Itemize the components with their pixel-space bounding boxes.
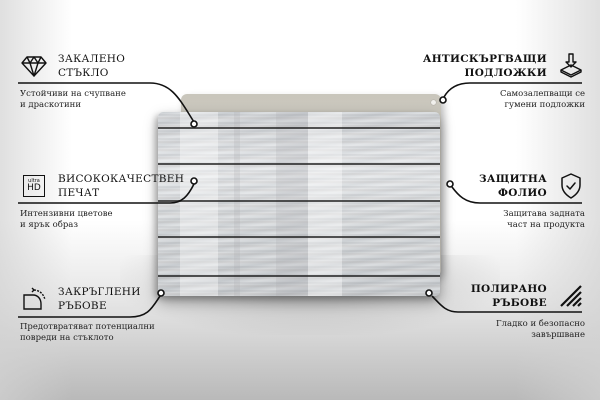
feature-title: АНТИСКЪРГВАЩИ ПОДЛОЖКИ	[422, 53, 547, 79]
feature-description: Предотвратяват потенциални повреди на ст…	[20, 322, 155, 343]
glass-reflection	[180, 112, 218, 296]
wood-plank-seam	[158, 275, 440, 277]
rounded-corner-icon	[20, 285, 48, 313]
polished-edge-icon	[557, 282, 585, 310]
shield-check-icon	[557, 172, 585, 200]
anti-slip-pads-icon	[557, 52, 585, 80]
feature-title: ЗАКАЛЕНО СТЪКЛО	[58, 53, 126, 79]
feature-description: Защитава задната част на продукта	[503, 209, 585, 230]
glass-reflection	[308, 112, 342, 296]
feature-description: Самозалепващи се гумени подложки	[499, 89, 585, 110]
glass-reflection	[234, 112, 240, 296]
feature-description: Интензивни цветове и ярък образ	[20, 209, 113, 230]
feature-description: Устойчиви на счупване и драскотини	[20, 89, 126, 110]
diamond-icon	[20, 52, 48, 80]
wood-plank-seam	[158, 127, 440, 129]
feature-polished-edges: ПОЛИРАНО РЪБОВЕ Гладко и безопасно завър…	[440, 282, 585, 341]
anti-slip-pad	[431, 100, 436, 105]
wood-plank-seam	[158, 236, 440, 238]
feature-tempered-glass: ЗАКАЛЕНО СТЪКЛО Устойчиви на счупване и …	[20, 52, 170, 111]
feature-anti-slip-pads: АНТИСКЪРГВАЩИ ПОДЛОЖКИ Самозалепващи се …	[423, 52, 585, 111]
glass-reflection	[276, 112, 308, 296]
wood-plank-seam	[158, 163, 440, 165]
feature-description: Гладко и безопасно завършване	[495, 319, 585, 340]
wood-plank-seam	[158, 200, 440, 202]
feature-rounded-edges: ЗАКРЪГЛЕНИ РЪБОВЕ Предотвратяват потенци…	[20, 285, 180, 344]
feature-title: ПОЛИРАНО РЪБОВЕ	[470, 283, 547, 309]
product-glass-board	[158, 112, 440, 296]
feature-title: ВИСОКОКАЧЕСТВЕН ПЕЧАТ	[58, 173, 185, 199]
feature-protective-film: ЗАЩИТНА ФОЛИО Защитава задната част на п…	[440, 172, 585, 231]
feature-title: ЗАЩИТНА ФОЛИО	[478, 173, 547, 199]
ultra-hd-icon: ultra HD	[20, 172, 48, 200]
feature-hd-print: ultra HD ВИСОКОКАЧЕСТВЕН ПЕЧАТ Интензивн…	[20, 172, 184, 231]
feature-title: ЗАКРЪГЛЕНИ РЪБОВЕ	[58, 286, 141, 312]
